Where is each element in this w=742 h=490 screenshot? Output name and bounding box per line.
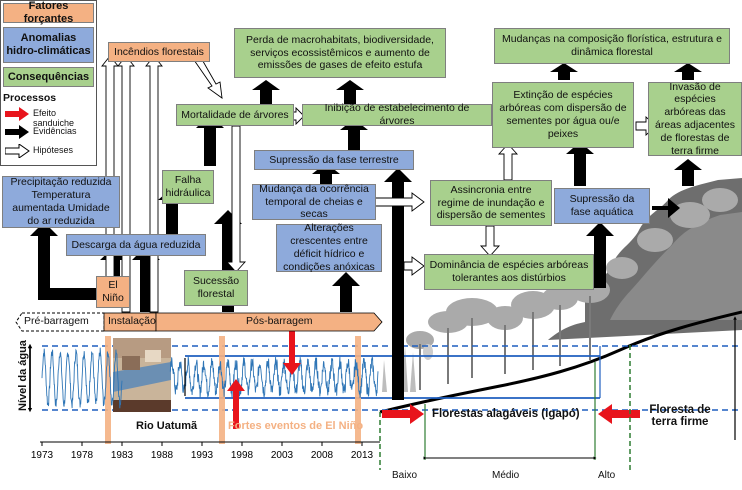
timeline-bar <box>15 312 383 332</box>
box-hydraulic-failure: Falha hidráulica <box>162 170 214 204</box>
legend-hypothesis-icon <box>5 144 30 158</box>
timeline-pre-dam: Pré-barragem <box>24 315 89 327</box>
box-climate: Precipitação reduzida Temperatura aument… <box>2 176 120 228</box>
x-tick-1998: 1998 <box>231 450 254 461</box>
legend-panel: Fatores forçantes Anomalias hidro-climát… <box>0 0 97 166</box>
box-floristic-change: Mudanças na composição florística, estru… <box>494 28 730 64</box>
level-low-label: Baixo <box>392 470 418 481</box>
igapo-arrow-right <box>598 404 640 424</box>
elnino-band-2015 <box>355 336 361 444</box>
timeline-installation: Instalação <box>108 315 156 327</box>
x-tick-1978: 1978 <box>71 450 94 461</box>
terra-firme-label: Floresta de terra firme <box>649 404 711 428</box>
box-aquatic-suppression: Supressão da fase aquática <box>554 188 650 224</box>
legend-sandwich-label: Efeito sanduiche <box>33 108 75 128</box>
water-level-series <box>41 347 379 409</box>
sandwich-arrow-bottom <box>227 379 245 429</box>
legend-evidence-icon <box>5 125 29 139</box>
box-el-nino: El Niño <box>96 276 130 308</box>
box-hypoxia: Alterações crescentes entre déficit hídr… <box>276 222 382 273</box>
legend-evidence-label: Evidências <box>33 126 77 136</box>
x-tick-1993: 1993 <box>191 450 214 461</box>
dam-photo <box>113 338 171 412</box>
level-high-label: Alto <box>598 470 616 481</box>
igapo-arrow-left <box>382 404 424 424</box>
igapo-label: Florestas alagáveis (igapó) <box>432 408 580 420</box>
box-extinction: Extinção de espécies arbóreas com disper… <box>492 82 634 148</box>
box-asynchrony: Assincronia entre regime de inundação e … <box>430 180 552 226</box>
x-tick-2003: 2003 <box>271 450 294 461</box>
level-mid-label: Médio <box>492 470 520 481</box>
series-post-dam <box>169 356 379 399</box>
legend-consequences: Consequências <box>3 67 94 87</box>
timeline-post-dam: Pós-barragem <box>246 315 313 327</box>
box-discharge: Descarga da água reduzida <box>66 234 206 256</box>
x-tick-2013: 2013 <box>351 450 374 461</box>
box-forest-fires: Incêndios florestais <box>108 42 210 62</box>
elnino-band-1983 <box>105 336 111 444</box>
box-tree-mortality: Mortalidade de árvores <box>176 104 294 126</box>
x-tick-2008: 2008 <box>311 450 334 461</box>
box-terrestrial-suppression: Supressão da fase terrestre <box>254 150 414 170</box>
legend-anomalies: Anomalias hidro-climáticas <box>3 27 94 63</box>
legend-sandwich-icon <box>5 107 29 121</box>
box-dominance: Dominância de espécies arbóreas tolerant… <box>424 254 594 290</box>
box-inhibition: Inibição de estabelecimento de árvores <box>302 102 492 127</box>
y-axis-label: Nível da água <box>17 340 29 411</box>
river-label: Rio Uatumã <box>136 420 198 432</box>
x-tick-1983: 1983 <box>111 450 134 461</box>
sandwich-arrow-top <box>283 325 301 375</box>
legend-processes-title: Processos <box>3 92 57 104</box>
forest-silhouette <box>382 178 742 392</box>
elnino-band-1998 <box>219 336 225 444</box>
x-axis-ticks: 1973 1978 1983 1988 1993 1998 2003 2008 2013 <box>31 442 374 461</box>
legend-hypothesis-label: Hipóteses <box>33 145 74 155</box>
legend-drivers: Fatores forçantes <box>3 0 94 25</box>
box-succession: Sucessão florestal <box>184 270 248 306</box>
series-pre-dam <box>41 347 123 409</box>
x-tick-1988: 1988 <box>151 450 174 461</box>
elnino-events-label: Fortes eventos de El Niño <box>228 420 364 432</box>
x-tick-1973: 1973 <box>31 450 54 461</box>
box-flood-timing: Mudança da ocorrência temporal de cheias… <box>252 183 376 220</box>
box-habitat-loss: Perda de macrohabitats, biodiversidade, … <box>234 28 446 78</box>
box-invasion: Invasão de espécies arbóreas das áreas a… <box>648 81 742 157</box>
